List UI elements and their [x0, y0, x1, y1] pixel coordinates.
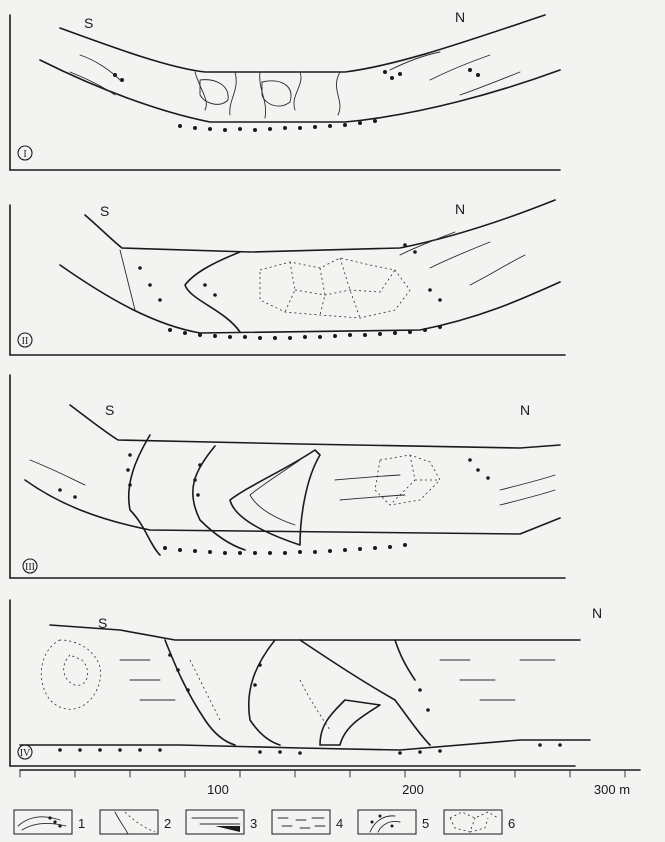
- panel-3-north-label: N: [520, 402, 530, 418]
- panel-4: S N IV: [10, 600, 602, 766]
- legend-swatch-2: [100, 810, 158, 834]
- panel-3: S N III: [10, 375, 565, 578]
- panel-2-numeral: II: [22, 336, 29, 347]
- panel-2: S N II: [10, 200, 565, 355]
- legend-swatch-6: [444, 810, 502, 834]
- panel-1: S N I: [10, 9, 560, 170]
- legend-label-6: 6: [508, 816, 515, 831]
- scale-tick-100: 100: [207, 782, 229, 797]
- legend-label-3: 3: [250, 816, 257, 831]
- legend-label-5: 5: [422, 816, 429, 831]
- panel-4-lower-surface: [20, 740, 590, 750]
- panel-4-gravel: [58, 653, 562, 755]
- legend-label-2: 2: [164, 816, 171, 831]
- panel-2-lower-surface: [60, 265, 560, 333]
- panel-4-north-label: N: [592, 605, 602, 621]
- panel-4-south-label: S: [98, 615, 107, 631]
- panel-2-north-label: N: [455, 201, 465, 217]
- legend-label-1: 1: [78, 816, 85, 831]
- panel-2-south-label: S: [100, 203, 109, 219]
- scale-tick-200: 200: [402, 782, 424, 797]
- panel-3-numeral: III: [25, 562, 35, 573]
- legend-swatch-4: [272, 810, 330, 834]
- scale-tick-300: 300 m: [594, 782, 630, 797]
- panel-1-lower-surface: [40, 60, 560, 122]
- panel-4-upper-surface: [50, 625, 580, 640]
- panel-1-numeral: I: [23, 149, 26, 160]
- panel-1-south-label: S: [84, 15, 93, 31]
- panel-3-lower-surface: [25, 480, 560, 534]
- legend-swatch-5: [358, 810, 416, 834]
- panel-2-gravel: [138, 243, 442, 340]
- panel-1-north-label: N: [455, 9, 465, 25]
- panel-3-gravel: [58, 453, 490, 555]
- panel-3-south-label: S: [105, 402, 114, 418]
- legend-label-4: 4: [336, 816, 343, 831]
- panel-1-upper-surface: [60, 15, 545, 72]
- legend: 1 2 3 4 5 6: [14, 810, 515, 834]
- distance-scale: 100 200 300 m: [20, 770, 640, 797]
- panel-4-numeral: IV: [20, 748, 31, 759]
- panel-3-upper-surface: [70, 405, 560, 448]
